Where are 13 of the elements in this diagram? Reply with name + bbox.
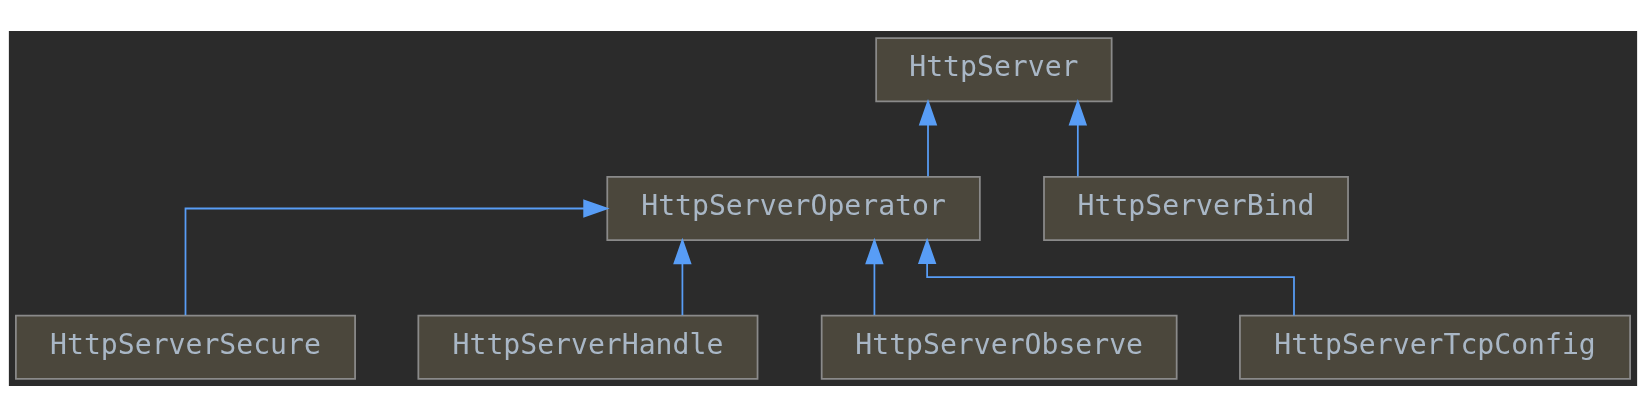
- arrow: [184, 198, 610, 316]
- arrow: [917, 237, 1295, 316]
- node-box: HttpServer: [875, 36, 1113, 102]
- arrow: [673, 237, 692, 316]
- node-box: HttpServerBind: [1043, 175, 1349, 241]
- arrow: [918, 98, 938, 177]
- node-box: HttpServerOperator: [606, 175, 981, 241]
- node-box: HttpServerTcpConfig: [1239, 314, 1631, 380]
- arrow: [865, 237, 884, 316]
- node-box: HttpServerHandle: [417, 314, 759, 380]
- node-box: HttpServerObserve: [820, 314, 1178, 380]
- arrow: [1068, 98, 1088, 177]
- node-box: HttpServerSecure: [15, 314, 356, 380]
